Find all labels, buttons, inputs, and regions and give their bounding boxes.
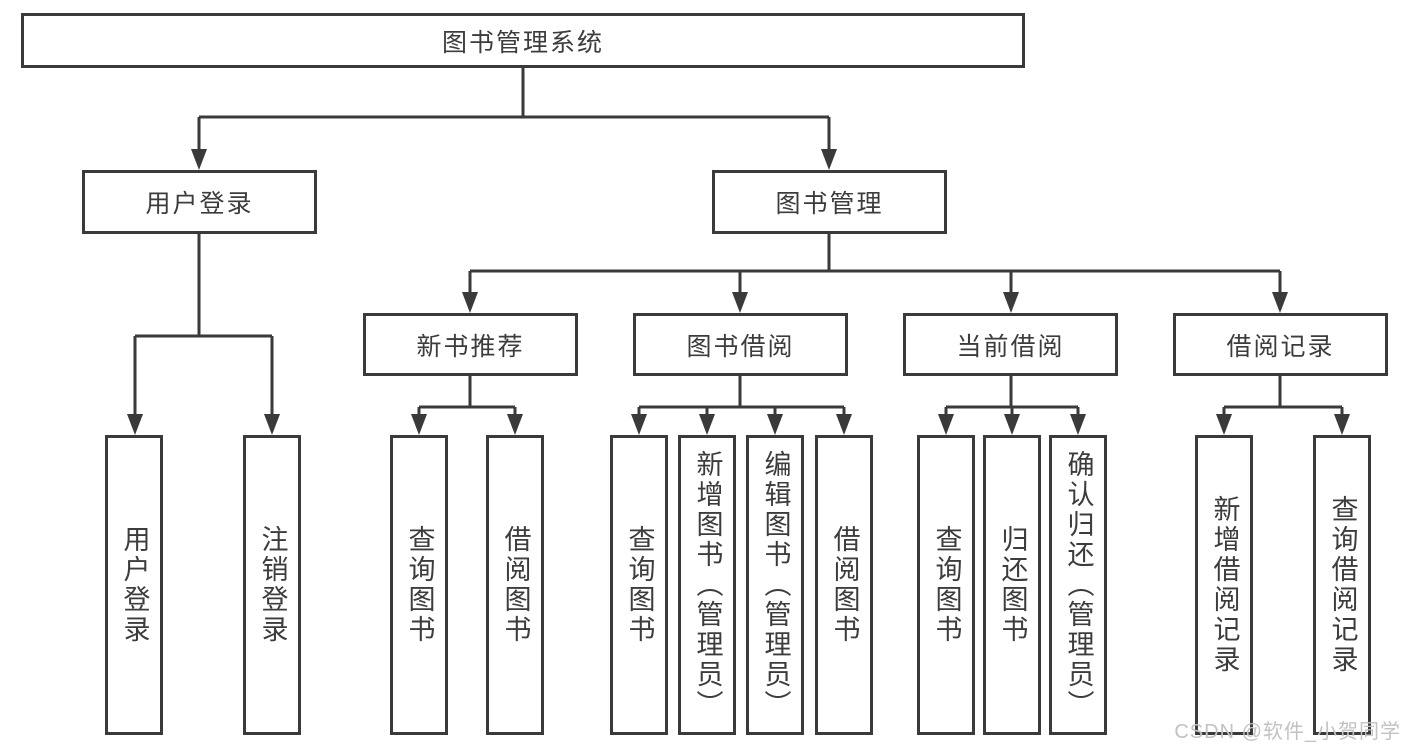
leaf-cb-return-books-label: 归还图书: [997, 525, 1028, 645]
node-current-borrow: 当前借阅: [903, 313, 1118, 376]
leaf-cb-query-books: 查询图书: [917, 435, 975, 735]
leaf-br-add-borrow-record: 新增借阅记录: [1195, 435, 1253, 735]
leaf-cb-confirm-return-admin-label: 确认归还（管理员）: [1063, 450, 1094, 720]
node-book-management-module: 图书管理: [712, 170, 947, 234]
leaf-bb-add-books-admin: 新增图书（管理员）: [678, 435, 736, 735]
leaf-nb-query-books: 查询图书: [390, 435, 448, 735]
leaf-logout: 注销登录: [243, 435, 301, 735]
node-root-system: 图书管理系统: [21, 13, 1025, 68]
leaf-bb-add-books-admin-label: 新增图书（管理员）: [692, 450, 723, 720]
leaf-bb-edit-books-admin: 编辑图书（管理员）: [746, 435, 804, 735]
book-borrow-label: 图书借阅: [686, 332, 795, 361]
node-new-book-recommend: 新书推荐: [363, 313, 578, 376]
leaf-cb-confirm-return-admin: 确认归还（管理员）: [1049, 435, 1107, 735]
leaf-nb-query-books-label: 查询图书: [404, 525, 435, 645]
current-borrow-label: 当前借阅: [956, 332, 1065, 361]
user-login-module-label: 用户登录: [145, 190, 254, 218]
leaf-br-query-borrow-record: 查询借阅记录: [1313, 435, 1371, 735]
csdn-watermark: CSDN @软件_小贺同学: [1174, 721, 1401, 743]
leaf-nb-borrow-books: 借阅图书: [486, 435, 544, 735]
leaf-bb-edit-books-admin-label: 编辑图书（管理员）: [760, 450, 791, 720]
leaf-bb-borrow-books-label: 借阅图书: [829, 525, 860, 645]
leaf-nb-borrow-books-label: 借阅图书: [500, 525, 531, 645]
leaf-user-login-label: 用户登录: [119, 525, 150, 645]
book-management-module-label: 图书管理: [775, 190, 884, 218]
leaf-cb-return-books: 归还图书: [983, 435, 1041, 735]
leaf-bb-query-books: 查询图书: [610, 435, 668, 735]
leaf-logout-label: 注销登录: [257, 525, 288, 645]
leaf-br-add-borrow-record-label: 新增借阅记录: [1209, 495, 1240, 675]
leaf-user-login: 用户登录: [105, 435, 163, 735]
root-label: 图书管理系统: [441, 28, 604, 57]
node-book-borrow: 图书借阅: [633, 313, 848, 376]
node-user-login-module: 用户登录: [82, 170, 317, 234]
leaf-bb-query-books-label: 查询图书: [624, 525, 655, 645]
leaf-bb-borrow-books: 借阅图书: [815, 435, 873, 735]
leaf-br-query-borrow-record-label: 查询借阅记录: [1327, 495, 1358, 675]
new-book-recommend-label: 新书推荐: [416, 332, 525, 361]
leaf-cb-query-books-label: 查询图书: [931, 525, 962, 645]
node-borrow-records: 借阅记录: [1173, 313, 1388, 376]
borrow-records-label: 借阅记录: [1226, 332, 1335, 361]
